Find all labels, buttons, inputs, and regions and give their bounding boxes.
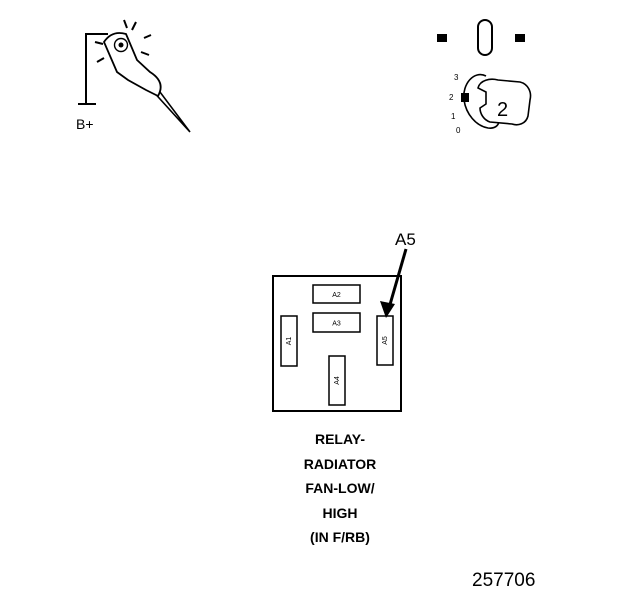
caption-line: FAN-LOW/ (305, 480, 375, 496)
key-slot-icon (477, 19, 493, 56)
ignition-key-icon (477, 78, 532, 126)
connector-pin-right (515, 34, 525, 42)
caption-line: RELAY- (314, 431, 366, 447)
terminal-a4-label: A4 (334, 376, 341, 385)
a5-callout-group: A5 (380, 230, 416, 318)
ignition-position-3: 3 (454, 73, 459, 82)
caption-line: RADIATOR (303, 455, 377, 472)
caption-line: HIGH (322, 504, 358, 521)
ignition-position-0: 0 (456, 126, 461, 135)
callout-arrow-head (380, 301, 395, 318)
terminal-a3 (312, 312, 361, 333)
caption-line: (IN F/RB) (310, 529, 370, 545)
terminal-a5 (376, 315, 394, 366)
relay-caption: RELAY- RADIATOR FAN-LOW/ HIGH (IN F/RB) (240, 427, 440, 550)
relay-block-group: A2 A3 A1 A5 A4 (272, 275, 402, 412)
terminal-a2-label: A2 (332, 292, 341, 299)
supply-label: B+ (76, 116, 94, 132)
terminal-a2 (312, 284, 361, 304)
callout-label: A5 (395, 230, 416, 249)
callout-arrow-line (387, 248, 408, 309)
key-position-marker (461, 93, 469, 102)
connector-pin-left (437, 34, 447, 42)
test-lamp-group: B+ (76, 19, 191, 133)
selected-position-label: 2 (497, 99, 508, 121)
ignition-position-2: 2 (449, 93, 454, 102)
ignition-position-1: 1 (451, 112, 456, 121)
figure-number: 257706 (472, 570, 536, 591)
terminal-a5-label: A5 (382, 336, 389, 345)
light-rays-icon (94, 19, 152, 63)
test-lamp-body (102, 32, 162, 98)
terminal-a1-label: A1 (286, 337, 293, 346)
terminal-a4 (328, 355, 346, 406)
ignition-switch-group: 3 2 1 0 2 (437, 19, 532, 135)
test-lamp-lead (85, 33, 108, 104)
terminal-a3-label: A3 (332, 321, 341, 328)
terminal-a1 (280, 315, 298, 367)
